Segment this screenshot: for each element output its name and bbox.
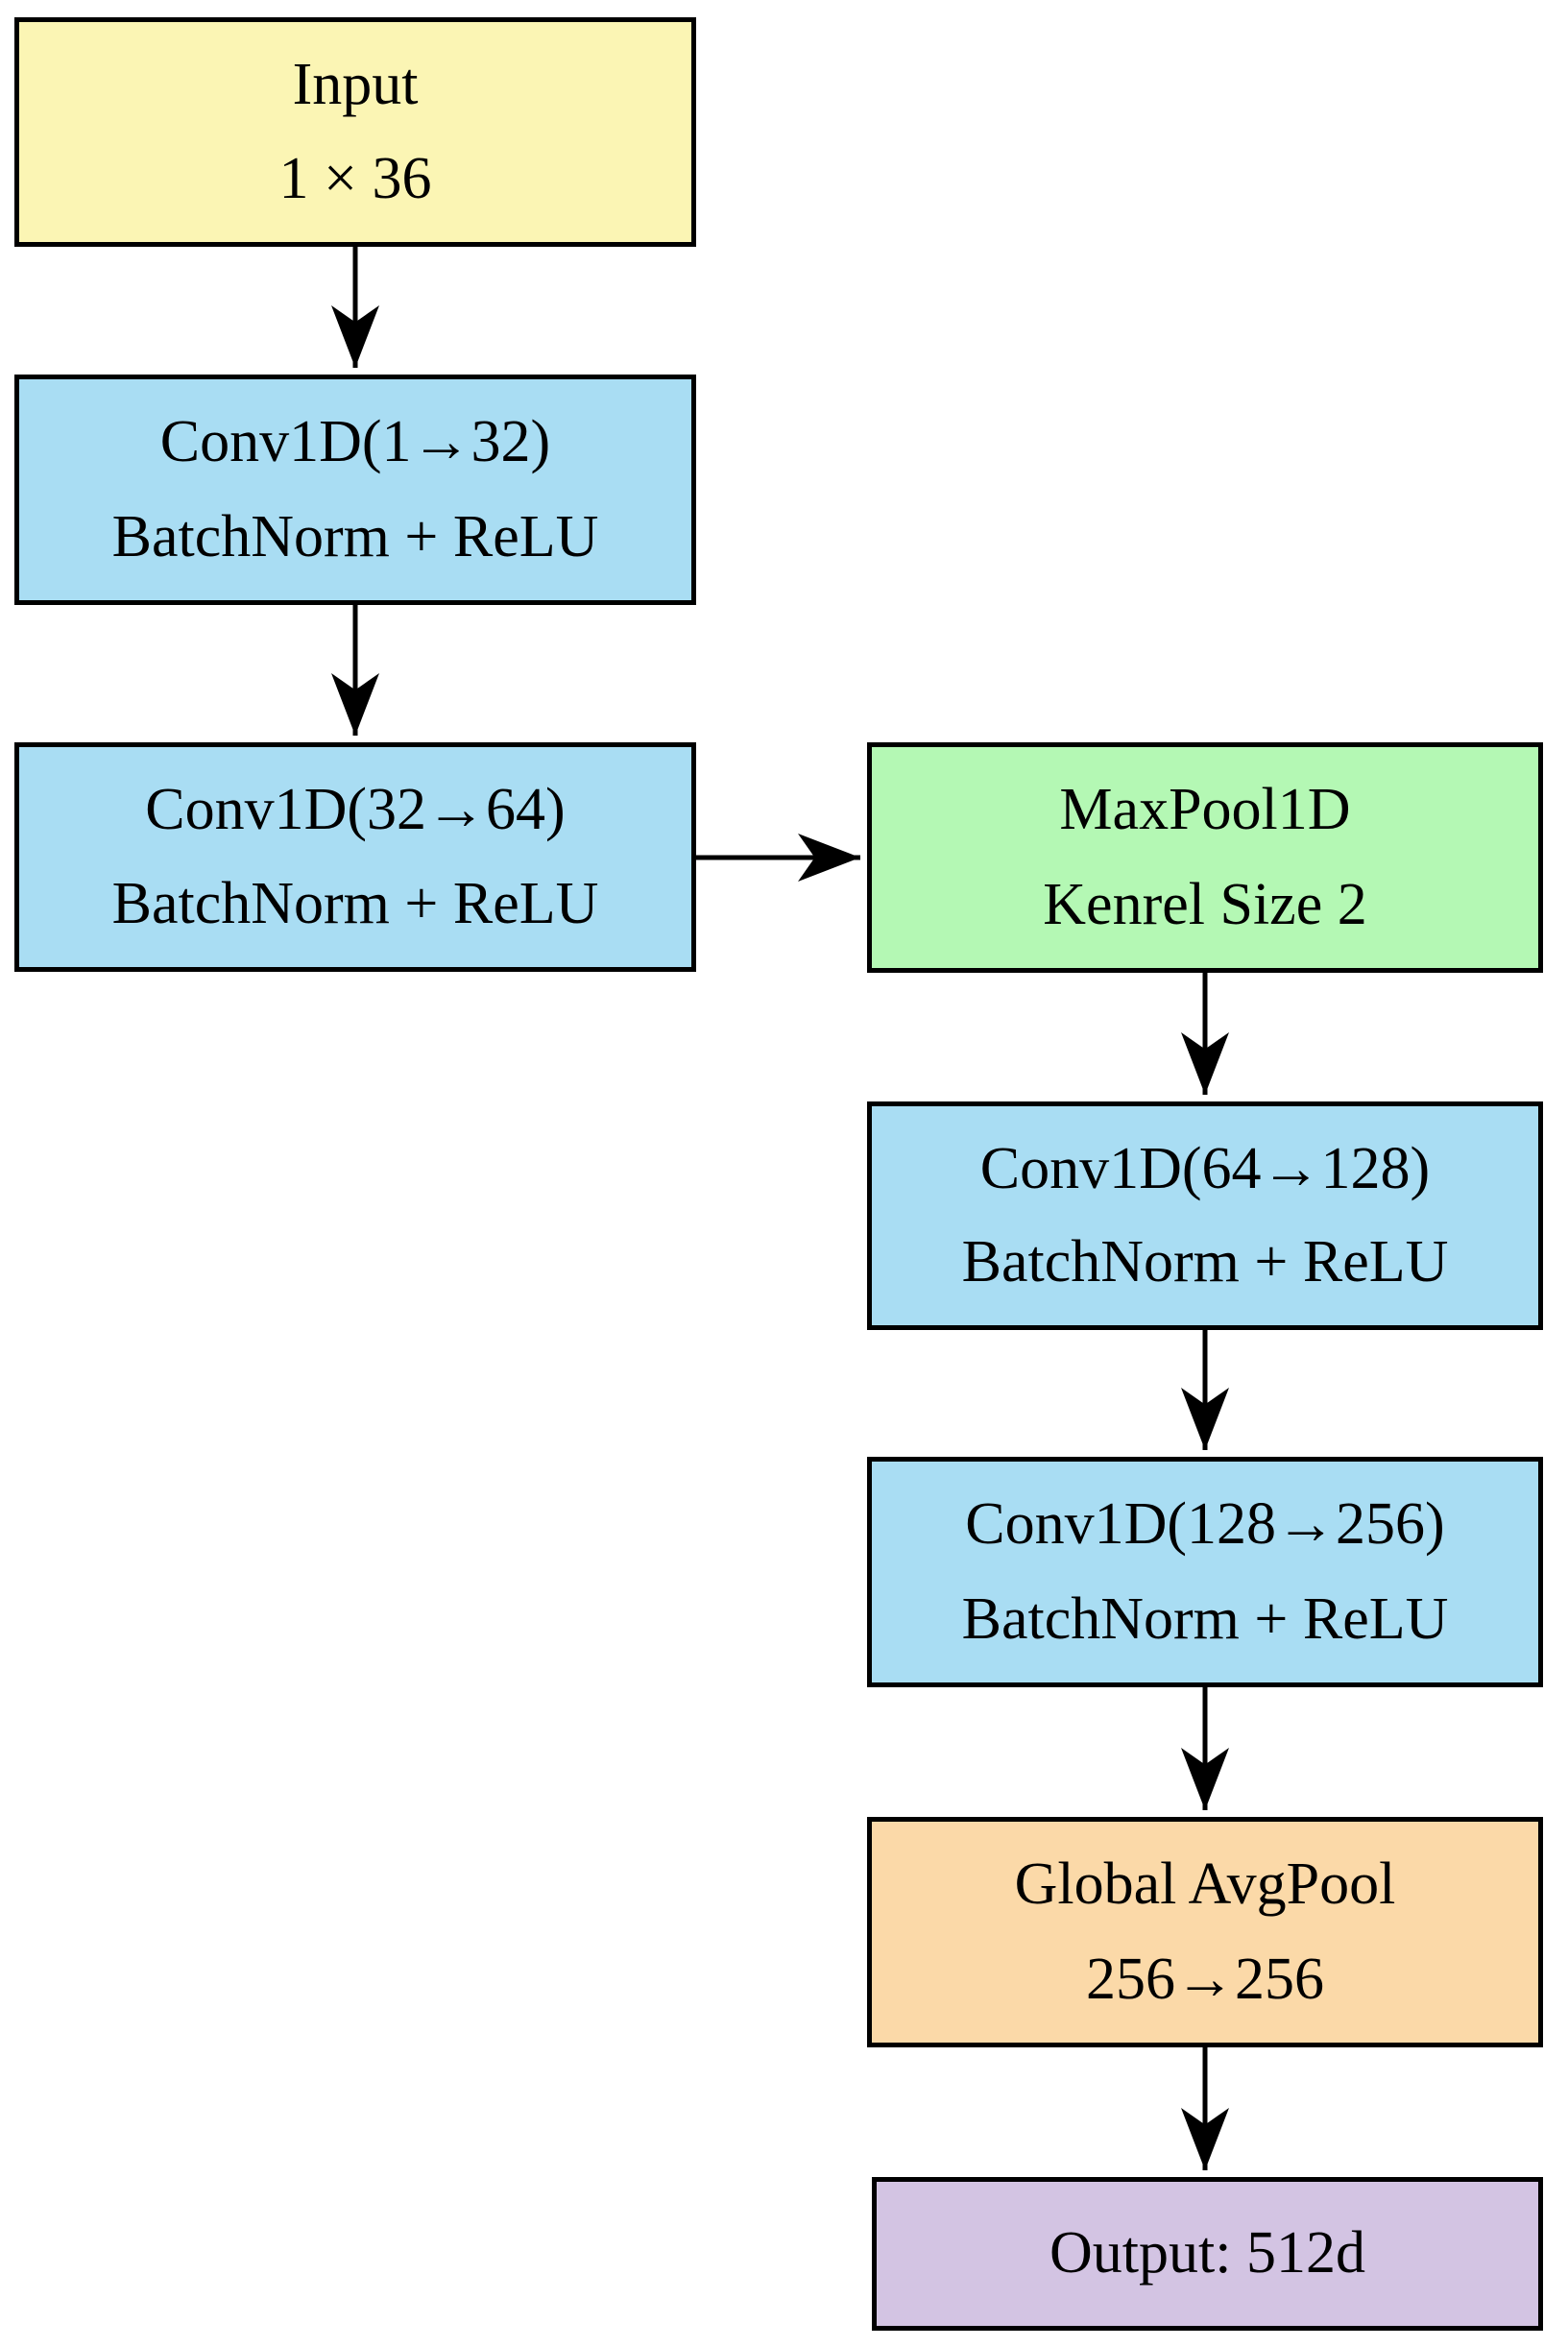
global-avgpool-sublabel: 256→256	[1086, 1946, 1324, 2012]
maxpool-box: MaxPool1D Kenrel Size 2	[867, 742, 1543, 973]
output-box: Output: 512d	[872, 2177, 1543, 2331]
conv1d-128-256-label: Conv1D(128→256)	[965, 1491, 1445, 1558]
global-avgpool-box: Global AvgPool 256→256	[867, 1817, 1543, 2047]
conv1d-32-64-label: Conv1D(32→64)	[145, 776, 566, 842]
output-label: Output: 512d	[1049, 2220, 1365, 2287]
input-box: Input 1 × 36	[14, 17, 696, 247]
input-box-title: Input	[292, 51, 419, 117]
conv1d-1-32-sublabel: BatchNorm + ReLU	[111, 503, 599, 569]
maxpool-sublabel: Kenrel Size 2	[1043, 871, 1367, 937]
conv1d-1-32-label: Conv1D(1→32)	[159, 409, 551, 475]
global-avgpool-label: Global AvgPool	[1014, 1851, 1396, 1918]
conv1d-64-128-box: Conv1D(64→128) BatchNorm + ReLU	[867, 1101, 1543, 1330]
conv1d-32-64-sublabel: BatchNorm + ReLU	[111, 870, 599, 936]
conv1d-64-128-sublabel: BatchNorm + ReLU	[961, 1229, 1449, 1295]
conv1d-128-256-sublabel: BatchNorm + ReLU	[961, 1585, 1449, 1652]
conv1d-64-128-label: Conv1D(64→128)	[979, 1135, 1431, 1201]
input-box-shape: 1 × 36	[278, 145, 432, 211]
conv1d-128-256-box: Conv1D(128→256) BatchNorm + ReLU	[867, 1457, 1543, 1687]
conv1d-32-64-box: Conv1D(32→64) BatchNorm + ReLU	[14, 742, 696, 972]
maxpool-label: MaxPool1D	[1059, 777, 1351, 843]
conv1d-1-32-box: Conv1D(1→32) BatchNorm + ReLU	[14, 375, 696, 605]
